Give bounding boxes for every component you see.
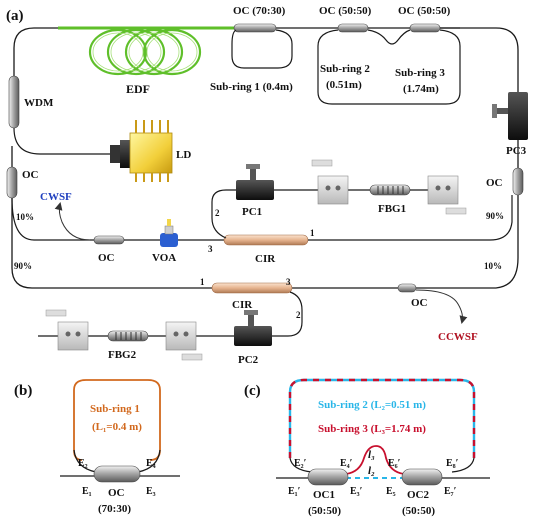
panel-c-label: (c) xyxy=(244,383,261,399)
oc-50-50-a xyxy=(337,23,369,33)
c-ratio2: (50:50) xyxy=(402,505,435,517)
edf-label: EDF xyxy=(126,82,150,96)
c-e6p: E₆′ xyxy=(388,458,401,469)
fiber-mount-2 xyxy=(427,175,467,215)
l3-path xyxy=(345,445,405,475)
panel-a-label: (a) xyxy=(6,8,24,24)
subring2-line1: Sub-ring 2 xyxy=(320,63,370,75)
pc3-label: PC3 xyxy=(506,145,527,157)
c-e4p: E₄′ xyxy=(340,458,353,469)
wdm xyxy=(8,75,20,129)
oc-left-label: OC xyxy=(22,169,39,181)
cir2-label: CIR xyxy=(232,299,253,311)
subring-1-loop xyxy=(231,29,293,69)
cir1-port1: 1 xyxy=(310,228,315,238)
pct10-left: 10% xyxy=(16,212,34,222)
b-oc: OC xyxy=(108,487,125,499)
c-l2: l₂ xyxy=(368,465,375,477)
oc1-c xyxy=(307,468,349,486)
subring3-c xyxy=(288,378,476,458)
oc-top-sub3-label: OC (50:50) xyxy=(398,5,451,17)
b-title-line1: Sub-ring 1 xyxy=(90,403,140,415)
c-e7p: E₇′ xyxy=(444,486,457,497)
b-e3: E₃ xyxy=(146,486,156,497)
voa-label: VOA xyxy=(152,252,176,264)
c-sub2: Sub-ring 2 (L₂=0.51 m) xyxy=(318,399,426,411)
c-oc1: OC1 xyxy=(313,489,335,501)
subring3-line1: Sub-ring 3 xyxy=(395,67,445,79)
oc-70-30 xyxy=(233,23,277,33)
ld-laser-diode xyxy=(110,120,173,182)
cir2-port3: 3 xyxy=(286,277,291,287)
main-ring-fiber xyxy=(11,27,519,289)
oc2-c xyxy=(401,468,443,486)
cir2-port2: 2 xyxy=(296,310,301,320)
oc-bottom xyxy=(397,283,417,293)
cir1-port2: 2 xyxy=(215,208,220,218)
pc1-label: PC1 xyxy=(242,206,262,218)
ccwsf-label: CCWSF xyxy=(438,331,478,343)
edf-coil xyxy=(88,28,202,76)
c-l3: l₃ xyxy=(368,449,375,461)
panel-b-label: (b) xyxy=(14,383,32,399)
c-e1p: E₁′ xyxy=(288,486,301,497)
voa xyxy=(160,219,178,247)
fiber-mount-4 xyxy=(45,309,89,351)
oc-right xyxy=(512,167,524,196)
b-e1: E₁ xyxy=(82,486,92,497)
c-e3p: E₃′ xyxy=(350,486,363,497)
oc-mid xyxy=(93,235,125,245)
pc2 xyxy=(234,310,272,346)
subring2-c xyxy=(288,378,476,458)
oc-top-sub2-label: OC (50:50) xyxy=(319,5,372,17)
c-e8p: E₈′ xyxy=(446,458,459,469)
b-e4: E₄ xyxy=(146,458,156,469)
fiber-mount-1 xyxy=(311,159,349,205)
pc3 xyxy=(492,92,528,140)
subring2-line2: (0.51m) xyxy=(326,79,362,91)
fbg2-label: FBG2 xyxy=(108,349,137,361)
b-title-line2: (L₁=0.4 m) xyxy=(92,421,142,433)
oc-top-main-label: OC (70:30) xyxy=(233,5,286,17)
subring1-b xyxy=(73,379,161,461)
cir2-port1: 1 xyxy=(200,277,205,287)
fbg1-label: FBG1 xyxy=(378,203,406,215)
oc-50-50-b xyxy=(409,23,441,33)
oc-mid-label: OC xyxy=(98,252,115,264)
ld-label: LD xyxy=(176,149,191,161)
c-ratio1: (50:50) xyxy=(308,505,341,517)
fiber-mount-3 xyxy=(165,321,203,361)
subring3-line2: (1.74m) xyxy=(403,83,439,95)
oc-b xyxy=(93,465,141,483)
circulator-2 xyxy=(211,282,293,294)
oc-right-label: OC xyxy=(486,177,503,189)
c-oc2: OC2 xyxy=(407,489,430,501)
c-sub3: Sub-ring 3 (L₃=1.74 m) xyxy=(318,423,426,435)
cir1-port3: 3 xyxy=(208,244,213,254)
pc2-label: PC2 xyxy=(238,354,259,366)
oc-bottom-label: OC xyxy=(411,297,428,309)
pc1 xyxy=(236,164,274,200)
fbg1 xyxy=(369,184,411,196)
cir1-label: CIR xyxy=(255,253,276,265)
c-e2p: E₂′ xyxy=(294,458,307,469)
cwsf-label: CWSF xyxy=(40,191,72,203)
pct10-right: 10% xyxy=(484,261,502,271)
b-ratio: (70:30) xyxy=(98,503,131,515)
subring-3-loop xyxy=(364,29,461,105)
pct90-left: 90% xyxy=(14,261,32,271)
pct90-right: 90% xyxy=(486,211,504,221)
oc-left xyxy=(6,166,18,199)
c-e5: E₅ xyxy=(386,486,396,497)
b-e2: E₂ xyxy=(78,458,88,469)
fbg2 xyxy=(107,330,149,342)
circulator-1 xyxy=(223,234,309,246)
subring-2-loop xyxy=(317,29,364,105)
wdm-label: WDM xyxy=(24,97,54,109)
subring1-label: Sub-ring 1 (0.4m) xyxy=(210,81,293,93)
